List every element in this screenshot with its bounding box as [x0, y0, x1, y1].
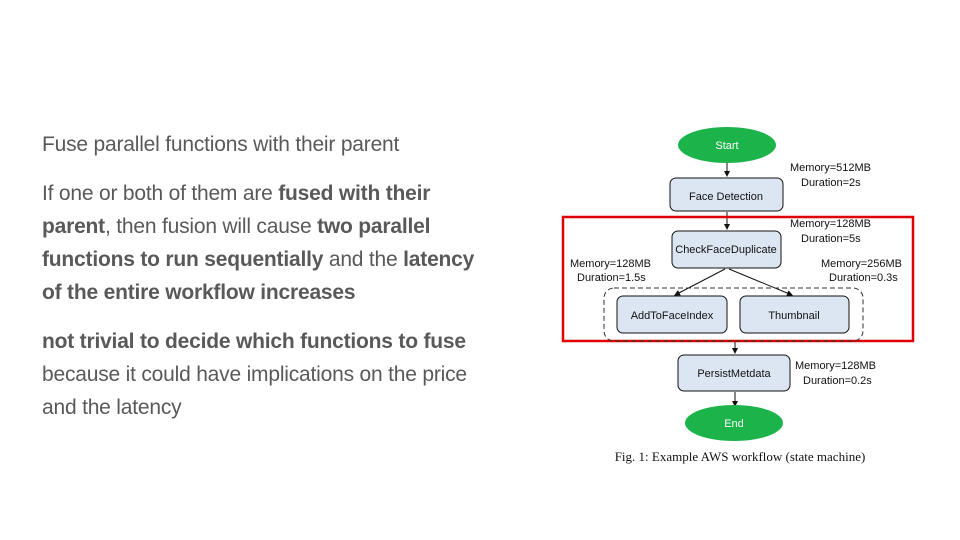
paragraph-not-trivial: not trivial to decide which functions to…	[42, 325, 482, 424]
thumbnail-label: Thumbnail	[768, 310, 819, 322]
paragraph-fusion-latency: If one or both of them are fused with th…	[42, 177, 482, 309]
thumb-duration: Duration=0.3s	[829, 272, 898, 284]
workflow-diagram: Start Face Detection Memory=512MB Durati…	[561, 127, 915, 464]
check-face-duplicate-node	[671, 230, 782, 269]
text-run-2: , then fusion will cause	[104, 215, 318, 238]
edge-check-add	[674, 268, 726, 296]
check-face-duplicate-label: CheckFaceDuplicate	[675, 244, 777, 256]
edge-check-thumb	[728, 268, 793, 296]
start-label: Start	[715, 140, 738, 152]
bold-run-5: latency of the entire workflow increases	[42, 248, 475, 304]
persist-metadata-node	[677, 354, 791, 392]
face-detection-memory: Memory=512MB	[790, 162, 871, 174]
add-to-face-index-label: AddToFaceIndex	[631, 310, 714, 322]
end-node	[685, 405, 783, 441]
slide-body: Fuse parallel functions with their paren…	[42, 128, 482, 424]
face-detection-duration: Duration=2s	[801, 177, 861, 189]
check-duration: Duration=5s	[801, 233, 861, 245]
bold-run-0: not trivial to decide which functions to…	[42, 330, 466, 353]
thumb-memory: Memory=256MB	[821, 258, 902, 270]
add-to-face-index-node	[616, 295, 728, 334]
face-detection-node	[669, 177, 784, 212]
face-detection-label: Face Detection	[689, 191, 763, 203]
start-node	[678, 127, 776, 163]
workflow-figure: Start Face Detection Memory=512MB Durati…	[560, 120, 920, 480]
add-memory: Memory=128MB	[570, 258, 651, 270]
check-memory: Memory=128MB	[790, 218, 871, 230]
thumbnail-node	[739, 295, 850, 334]
text-run-4: and the	[323, 248, 404, 271]
text-run-0: If one or both of them are	[42, 182, 279, 205]
bold-run-1: fused with their parent	[42, 182, 431, 238]
add-duration: Duration=1.5s	[577, 272, 646, 284]
figure-caption: Fig. 1: Example AWS workflow (state mach…	[615, 449, 866, 464]
paragraph-heading: Fuse parallel functions with their paren…	[42, 133, 400, 156]
persist-memory: Memory=128MB	[795, 360, 876, 372]
persist-duration: Duration=0.2s	[803, 375, 872, 387]
text-run-1: because it could have implications on th…	[42, 363, 467, 419]
end-label: End	[724, 418, 744, 430]
persist-metadata-label: PersistMetdata	[697, 368, 771, 380]
bold-run-3: two parallel functions to run sequential…	[42, 215, 431, 271]
